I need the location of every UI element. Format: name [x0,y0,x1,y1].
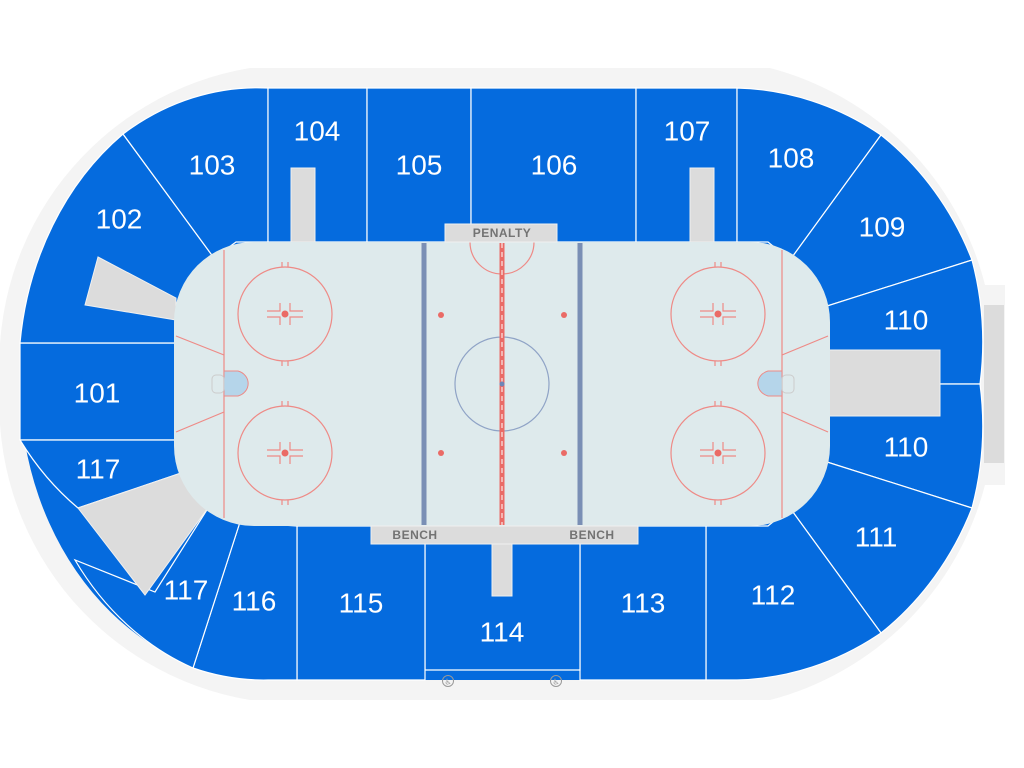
section-101[interactable] [19,342,177,441]
section-115[interactable] [296,525,426,681]
faceoff-circles [237,262,766,505]
goal-net-left [211,374,225,394]
sections [18,87,984,681]
section-106[interactable] [470,87,637,243]
neutral-dot [438,450,444,456]
wheelchair-icon [442,675,454,687]
aisle-110 [827,349,941,417]
aisle-114 [491,539,513,597]
section-107[interactable] [635,87,738,243]
bench-left-label: BENCH [392,528,437,542]
section-105[interactable] [366,87,472,243]
section-116[interactable] [192,521,298,681]
trapezoid-line [175,335,225,356]
section-113[interactable] [579,525,707,681]
bench-right-label: BENCH [569,528,614,542]
aisle-107 [689,167,715,243]
goal-crease-left [223,370,249,397]
section-104[interactable] [267,87,368,243]
bench-bar [370,525,639,545]
neutral-dot [561,312,567,318]
trapezoid-line [781,411,829,433]
trapezoid-line [175,411,225,433]
wheelchair-icon-glyph: ♿ [552,678,559,687]
neutral-dot [561,450,567,456]
penalty-box-label: PENALTY [473,226,532,240]
aisle-104 [290,167,316,243]
center-dot [499,381,505,387]
goal-net-right [781,374,795,394]
trapezoid-line [781,335,829,356]
right-end-platform [984,305,1004,463]
neutral-dot [438,312,444,318]
wheelchair-icon-glyph: ♿ [444,678,451,687]
wheelchair-icon [550,675,562,687]
goal-crease-right [757,370,783,397]
penalty-box [444,223,558,243]
